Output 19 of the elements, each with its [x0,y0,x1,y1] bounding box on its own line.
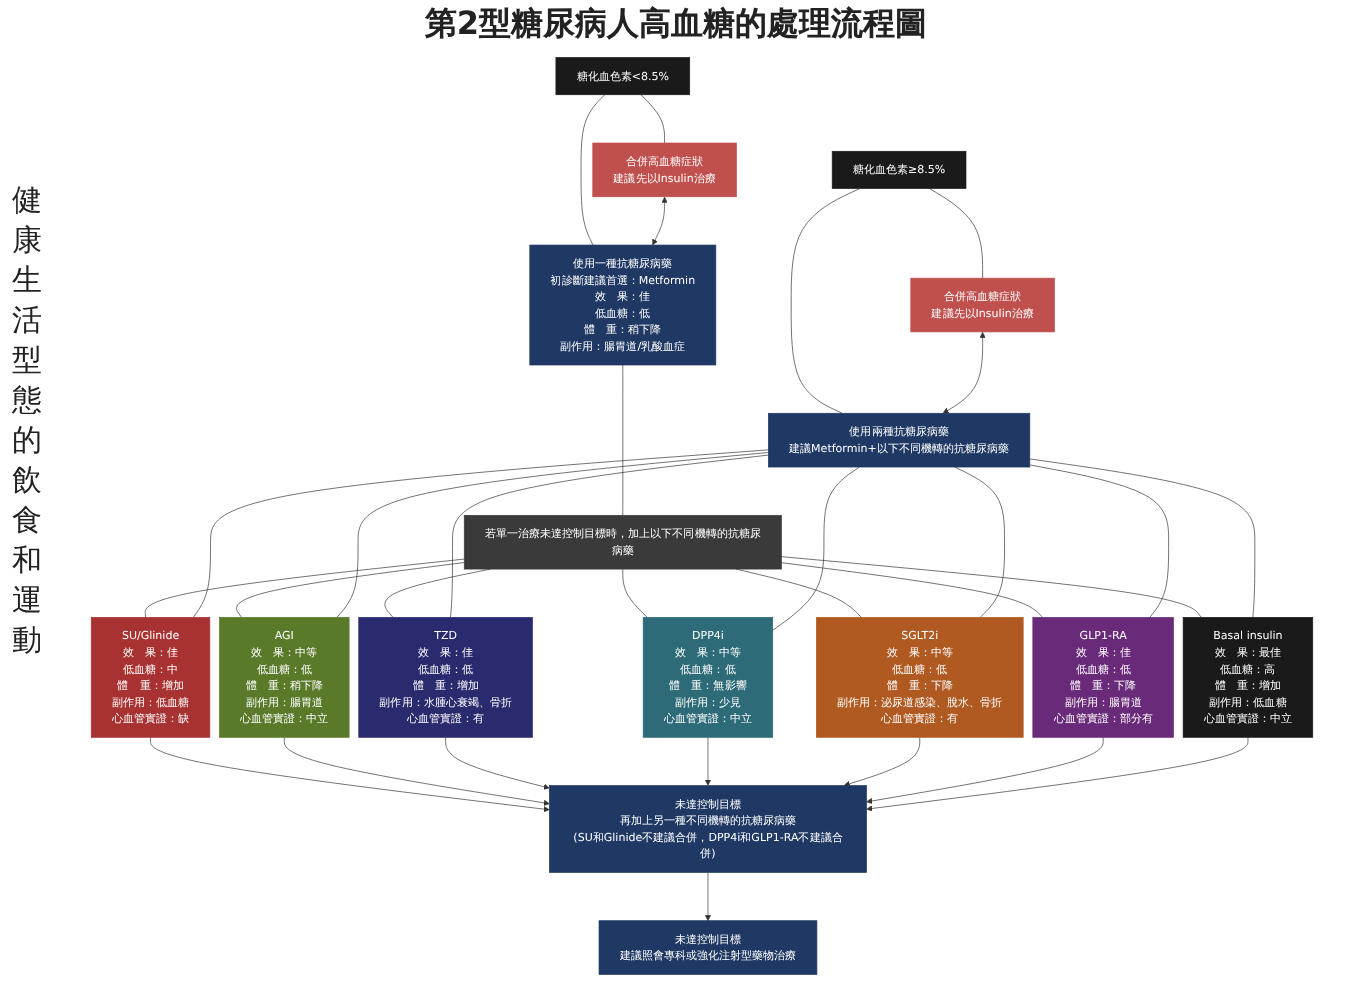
connector [336,452,769,618]
connector [144,558,465,618]
connector [450,454,769,618]
connector [236,562,465,618]
connector [954,466,1005,618]
side-label: 健康生活型態的飲食和運動 [12,180,44,660]
connector [622,568,648,618]
connector [192,449,769,618]
connector [790,188,861,414]
connector [580,94,605,246]
connector [622,364,624,516]
diagram-title: 第2型糖尿病人高血糖的處理流程圖 [422,4,930,46]
connector [1029,458,1256,618]
connector [1029,464,1169,618]
connector [772,466,860,631]
connector [781,556,1202,618]
connector [929,188,983,279]
connector [781,562,1044,618]
connector [640,94,665,144]
